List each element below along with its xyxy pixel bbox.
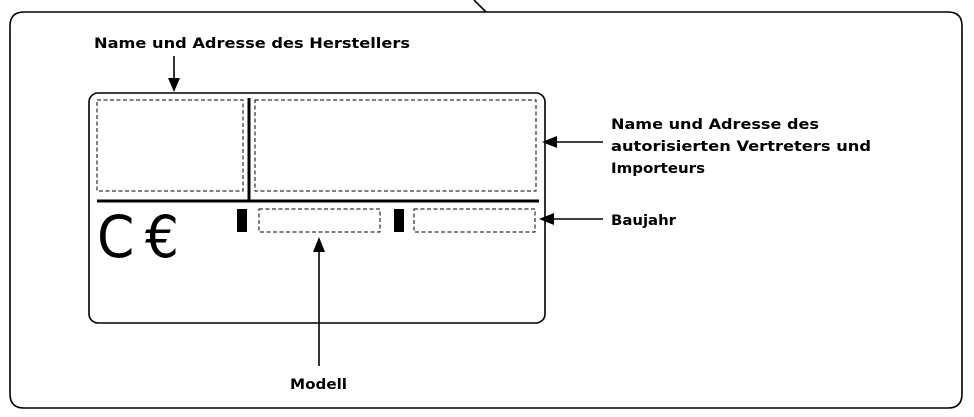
representative-arrowhead — [542, 136, 557, 148]
representative-field — [254, 99, 537, 192]
year-arrowhead — [539, 213, 554, 225]
nameplate-outline — [88, 92, 546, 324]
model-field — [258, 208, 381, 233]
model-marker — [237, 209, 247, 232]
model-label: Modell — [290, 377, 347, 393]
manufacturer-label: Name und Adresse des Herstellers — [94, 36, 410, 52]
year-field — [413, 208, 536, 233]
ce-mark: C € — [97, 203, 179, 271]
outer-frame — [9, 0, 963, 409]
year-marker — [394, 209, 404, 232]
year-label: Baujahr — [611, 213, 676, 229]
representative-label-line-2: autorisierten Vertreters und — [611, 139, 871, 155]
representative-label-line-3: Importeurs — [611, 161, 705, 177]
model-arrowhead — [313, 237, 325, 252]
manufacturer-arrowhead — [168, 78, 180, 92]
representative-label-line-1: Name und Adresse des — [611, 117, 819, 133]
manufacturer-field — [96, 99, 244, 192]
